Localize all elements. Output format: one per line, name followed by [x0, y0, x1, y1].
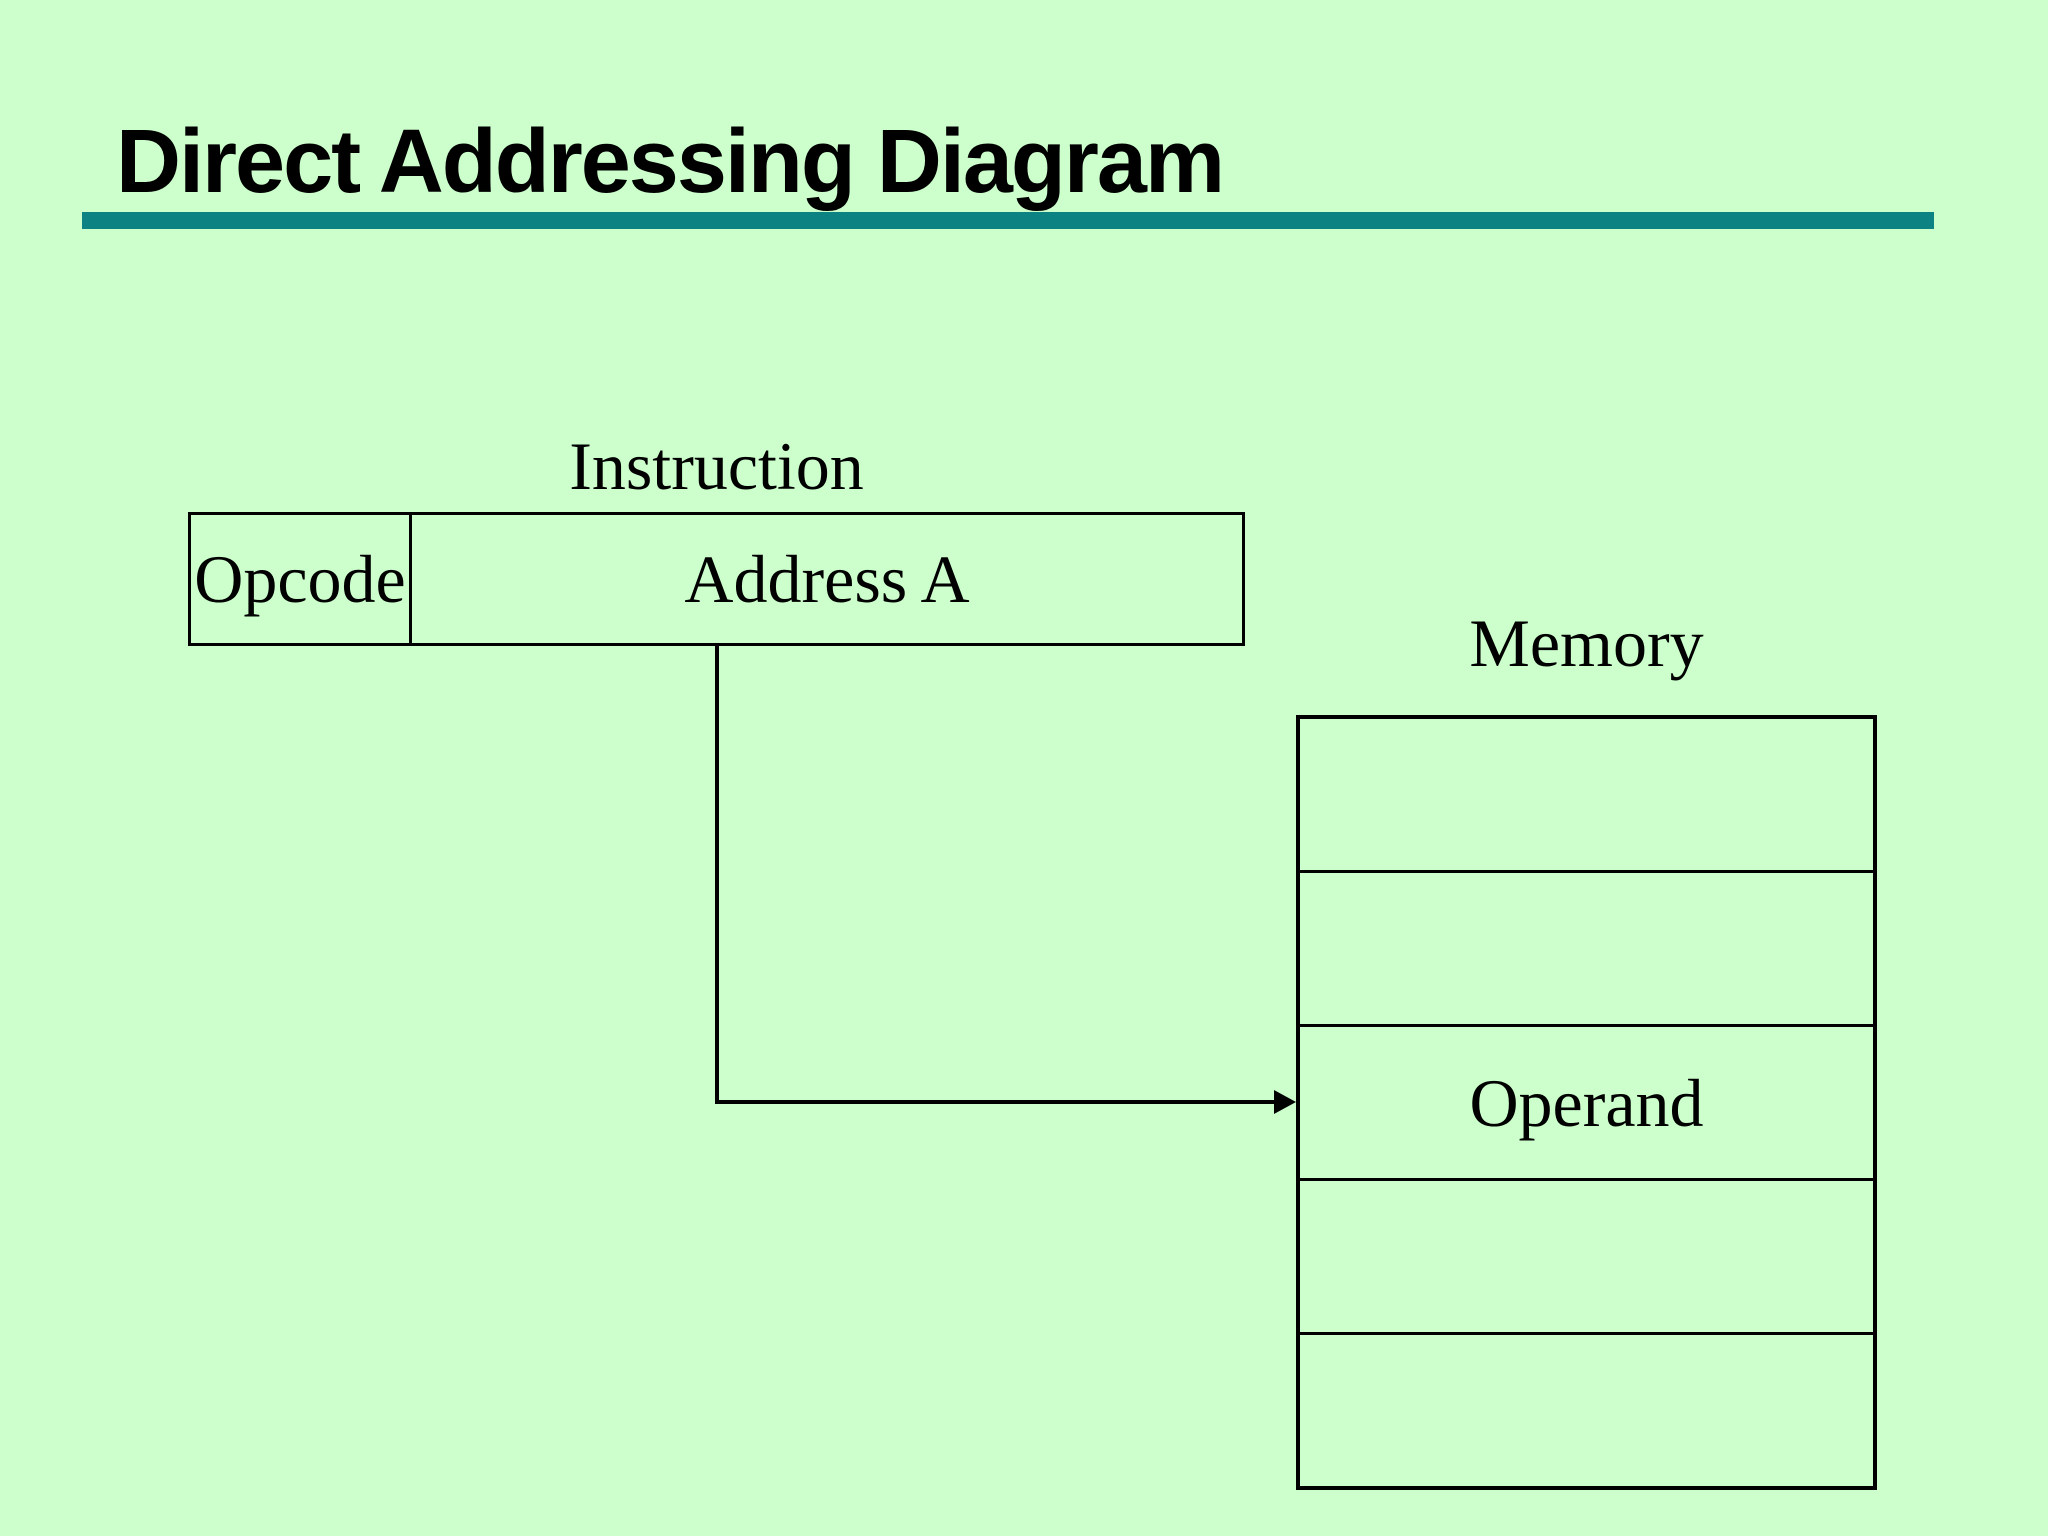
- memory-label: Memory: [1469, 605, 1704, 681]
- arrowhead-right-icon: [1274, 1090, 1296, 1114]
- memory-row: [1300, 719, 1873, 873]
- memory-row-operand: Operand: [1300, 1027, 1873, 1181]
- page-title: Direct Addressing Diagram: [116, 112, 1225, 212]
- instruction-box: Opcode Address A: [188, 512, 1245, 646]
- connector-vertical-line: [715, 646, 719, 1104]
- connector-horizontal-line: [715, 1100, 1278, 1104]
- address-a-label: Address A: [684, 541, 970, 617]
- opcode-cell: Opcode: [191, 515, 412, 643]
- memory-row: [1300, 1335, 1873, 1486]
- memory-row: [1300, 1181, 1873, 1335]
- opcode-label: Opcode: [194, 541, 406, 617]
- memory-row: [1300, 873, 1873, 1027]
- instruction-label: Instruction: [569, 428, 864, 504]
- title-underline-rule: [82, 212, 1934, 229]
- operand-label: Operand: [1469, 1064, 1704, 1141]
- memory-table: Operand: [1296, 715, 1877, 1490]
- address-a-cell: Address A: [412, 515, 1242, 643]
